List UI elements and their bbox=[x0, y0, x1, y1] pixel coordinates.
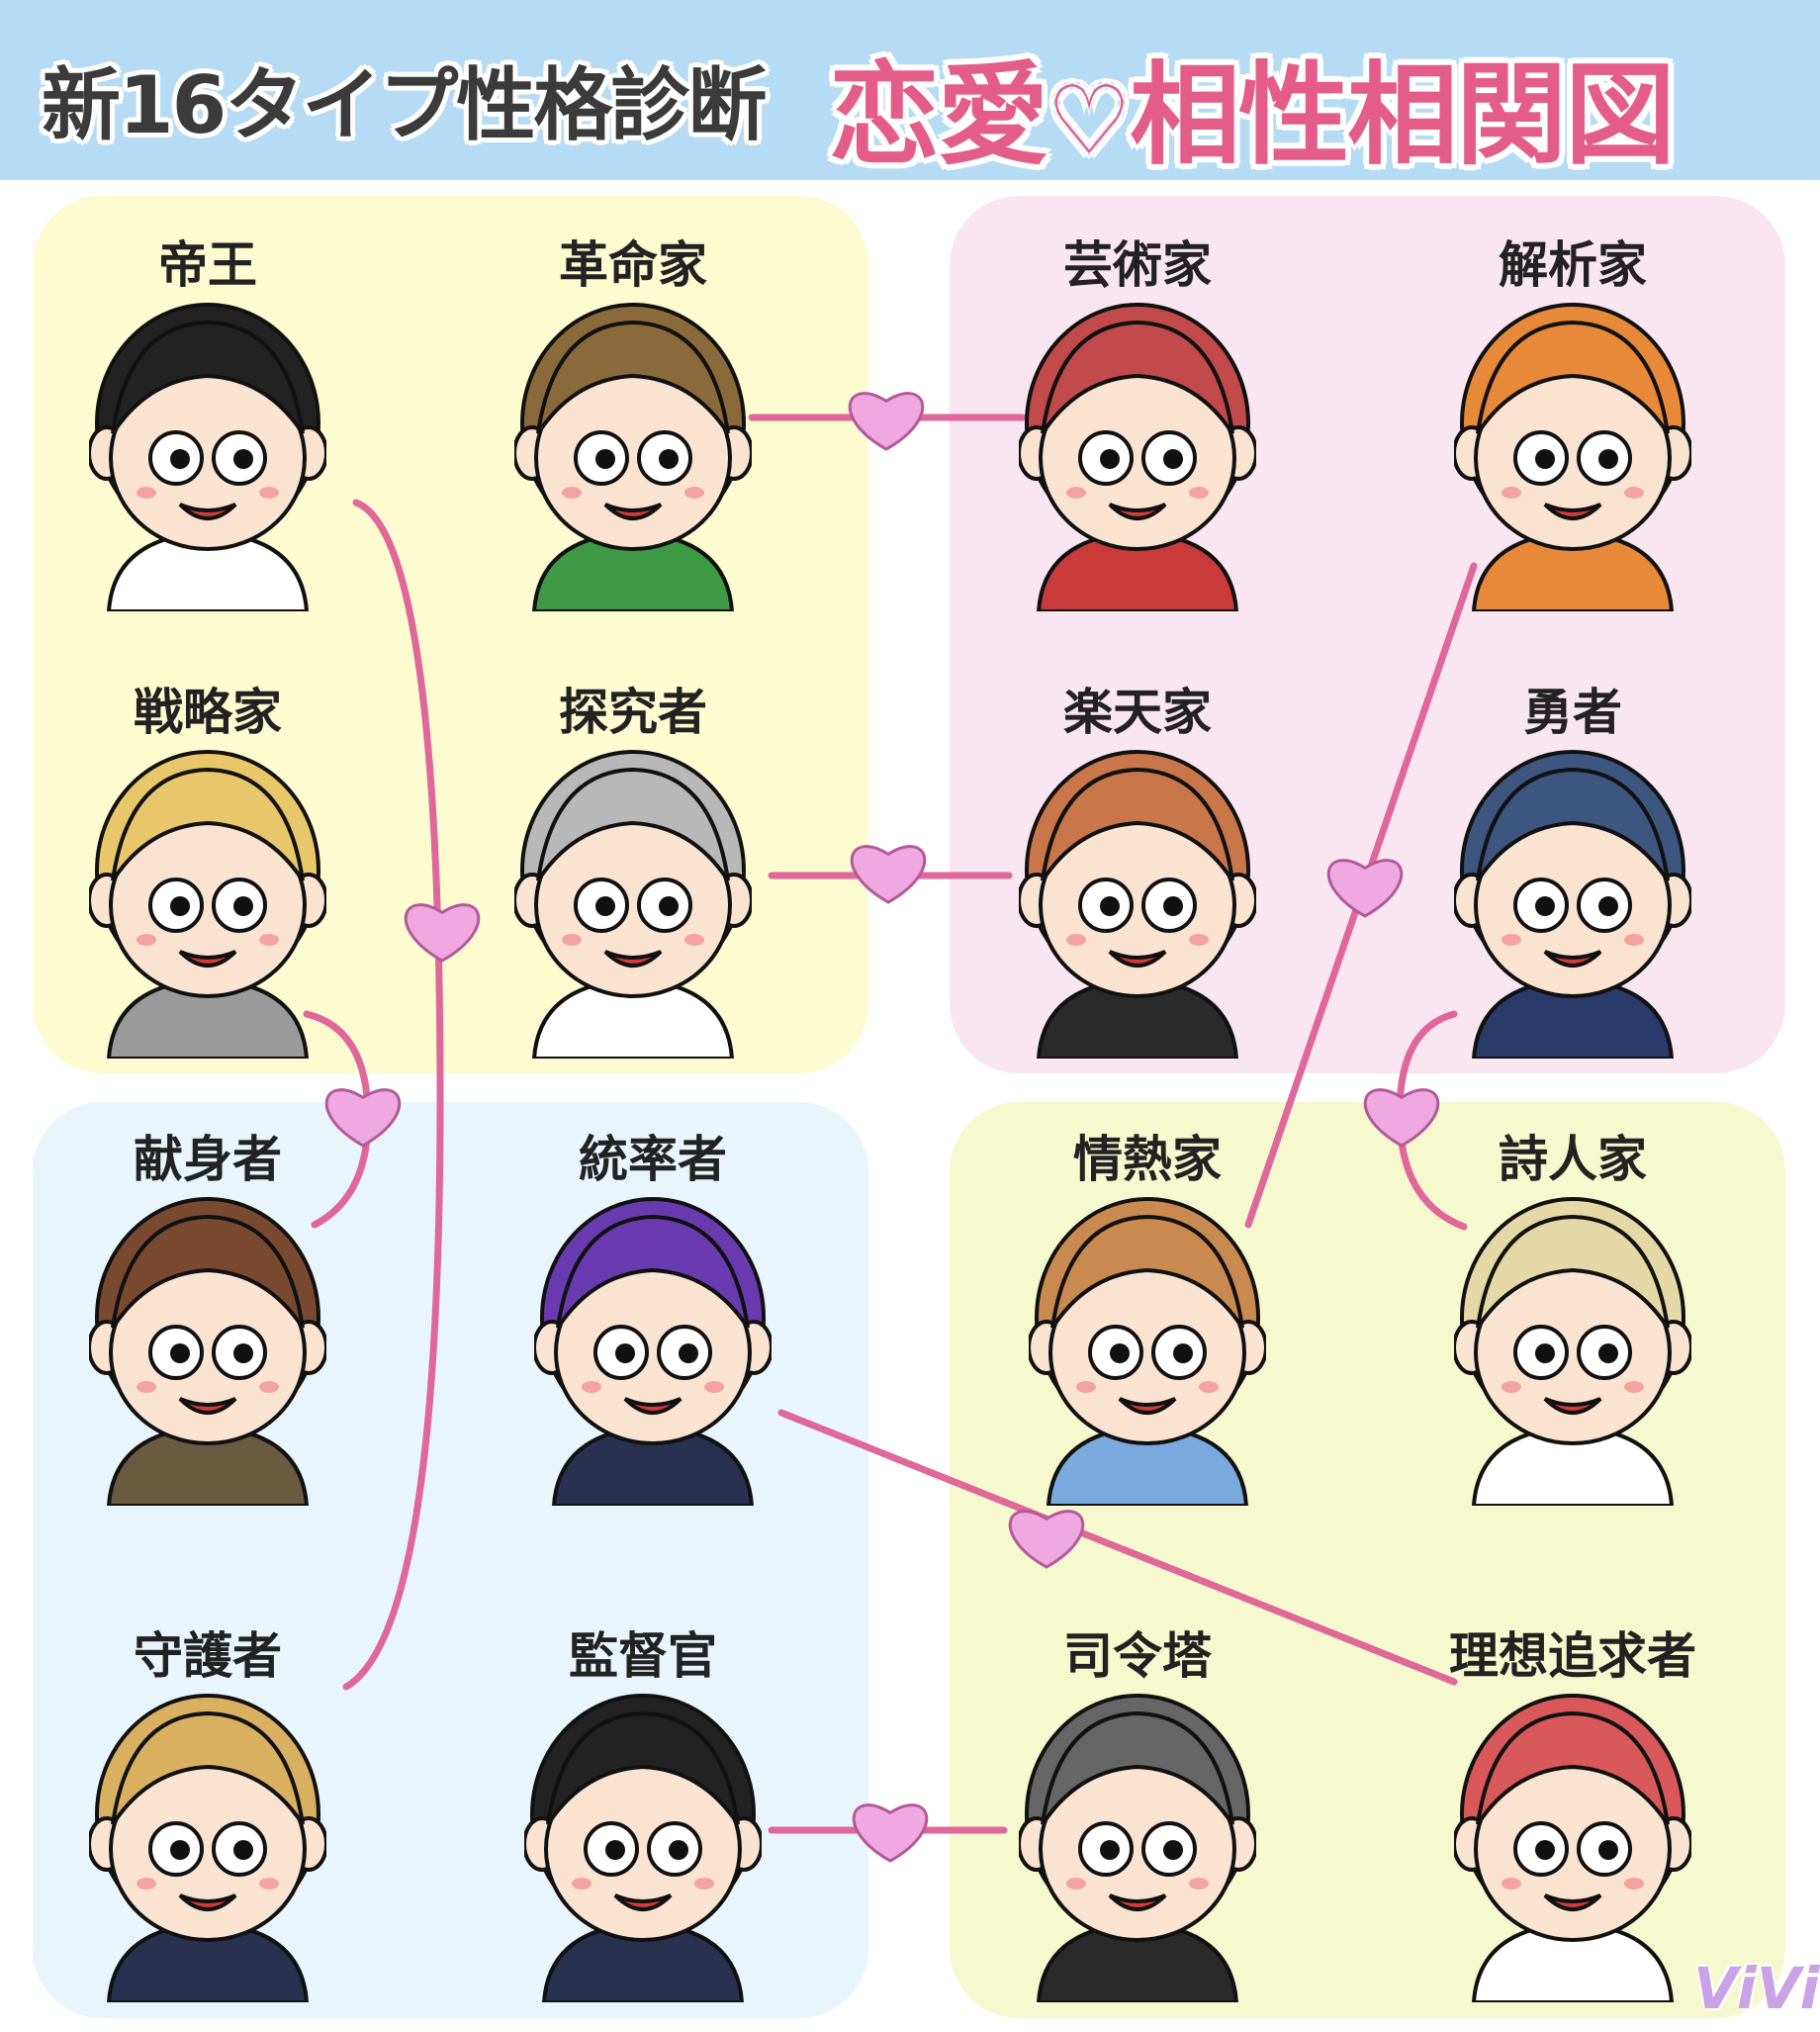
type-card-jonetsuka: 情熱家 bbox=[999, 1120, 1296, 1535]
title-sub: 恋愛♡相性相関図 bbox=[829, 26, 1676, 186]
type-card-kaisekika: 解析家 bbox=[1424, 226, 1721, 641]
title-sub-part2: 相性相関図 bbox=[1130, 51, 1676, 180]
character-illustration-shijinka bbox=[1454, 1197, 1691, 1506]
character-illustration-jonetsuka bbox=[1029, 1197, 1266, 1506]
title-heart-icon: ♡ bbox=[1046, 65, 1132, 176]
title-main: 新16タイプ性格診断 bbox=[42, 59, 767, 151]
type-label: 献身者 bbox=[134, 1131, 282, 1188]
type-label: 監督官 bbox=[569, 1627, 717, 1685]
character-illustration-tankyusha bbox=[514, 750, 752, 1059]
type-label: 勇者 bbox=[1523, 684, 1622, 741]
heart-teiou-shugosha-icon bbox=[404, 903, 481, 963]
character-illustration-yusha bbox=[1454, 750, 1691, 1059]
type-card-yusha: 勇者 bbox=[1424, 673, 1721, 1088]
heart-yusha-shijinka-icon bbox=[1363, 1088, 1440, 1148]
type-card-tosotsusha: 統率者 bbox=[504, 1120, 801, 1535]
type-card-shugosha: 守護者 bbox=[59, 1616, 356, 2032]
type-label: 帝王 bbox=[158, 236, 257, 294]
character-illustration-shugosha bbox=[89, 1694, 326, 2002]
character-illustration-shireito bbox=[1019, 1694, 1256, 2002]
character-illustration-kaisekika bbox=[1454, 303, 1691, 611]
character-illustration-tosotsusha bbox=[534, 1197, 772, 1506]
type-card-kakumeika: 革命家 bbox=[485, 226, 781, 641]
character-illustration-senryakuka bbox=[89, 750, 326, 1059]
title-sub-part1: 恋愛 bbox=[829, 51, 1048, 180]
header-banner: 新16タイプ性格診断 恋愛♡相性相関図 bbox=[0, 0, 1820, 180]
character-illustration-geijutsuka bbox=[1019, 303, 1256, 611]
type-label: 理想追求者 bbox=[1449, 1627, 1696, 1685]
heart-kaisekika-jonetsuka-icon bbox=[1326, 859, 1404, 918]
heart-kantokukan-shireito-icon bbox=[852, 1803, 929, 1863]
type-card-risotsuikyusha: 理想追求者 bbox=[1424, 1616, 1721, 2032]
type-card-tankyusha: 探究者 bbox=[485, 673, 781, 1088]
type-label: 情熱家 bbox=[1073, 1131, 1222, 1188]
type-label: 統率者 bbox=[579, 1131, 727, 1188]
vivi-logo: ViVi bbox=[1693, 1955, 1820, 2022]
type-card-senryakuka: 戦略家 bbox=[59, 673, 356, 1088]
type-card-shijinka: 詩人家 bbox=[1424, 1120, 1721, 1535]
link-teiou-shugosha bbox=[342, 499, 444, 1691]
character-illustration-kantokukan bbox=[524, 1694, 762, 2002]
type-card-rakutenka: 楽天家 bbox=[989, 673, 1286, 1088]
heart-kakumeika-geijutsuka-icon bbox=[848, 392, 925, 451]
character-illustration-rakutenka bbox=[1019, 750, 1256, 1059]
character-illustration-risotsuikyusha bbox=[1454, 1694, 1691, 2002]
type-label: 守護者 bbox=[134, 1627, 282, 1685]
character-illustration-teiou bbox=[89, 303, 326, 611]
type-label: 詩人家 bbox=[1499, 1131, 1647, 1188]
type-label: 解析家 bbox=[1499, 236, 1647, 294]
character-illustration-kenshinsha bbox=[89, 1197, 326, 1506]
type-label: 探究者 bbox=[559, 684, 707, 741]
link-tosotsusha-risotsuikyusha bbox=[777, 1409, 1458, 1686]
heart-tankyusha-rakutenka-icon bbox=[850, 845, 927, 904]
heart-tosotsusha-risotsuikyusha-icon bbox=[1008, 1510, 1085, 1569]
type-card-kantokukan: 監督官 bbox=[495, 1616, 791, 2032]
type-card-teiou: 帝王 bbox=[59, 226, 356, 641]
heart-senryakuka-kenshinsha-icon bbox=[324, 1088, 402, 1148]
character-illustration-kakumeika bbox=[514, 303, 752, 611]
type-label: 司令塔 bbox=[1063, 1627, 1212, 1685]
type-card-kenshinsha: 献身者 bbox=[59, 1120, 356, 1535]
type-label: 戦略家 bbox=[134, 684, 282, 741]
type-label: 芸術家 bbox=[1063, 236, 1212, 294]
type-label: 楽天家 bbox=[1063, 684, 1212, 741]
type-card-geijutsuka: 芸術家 bbox=[989, 226, 1286, 641]
type-card-shireito: 司令塔 bbox=[989, 1616, 1286, 2032]
type-label: 革命家 bbox=[559, 236, 707, 294]
